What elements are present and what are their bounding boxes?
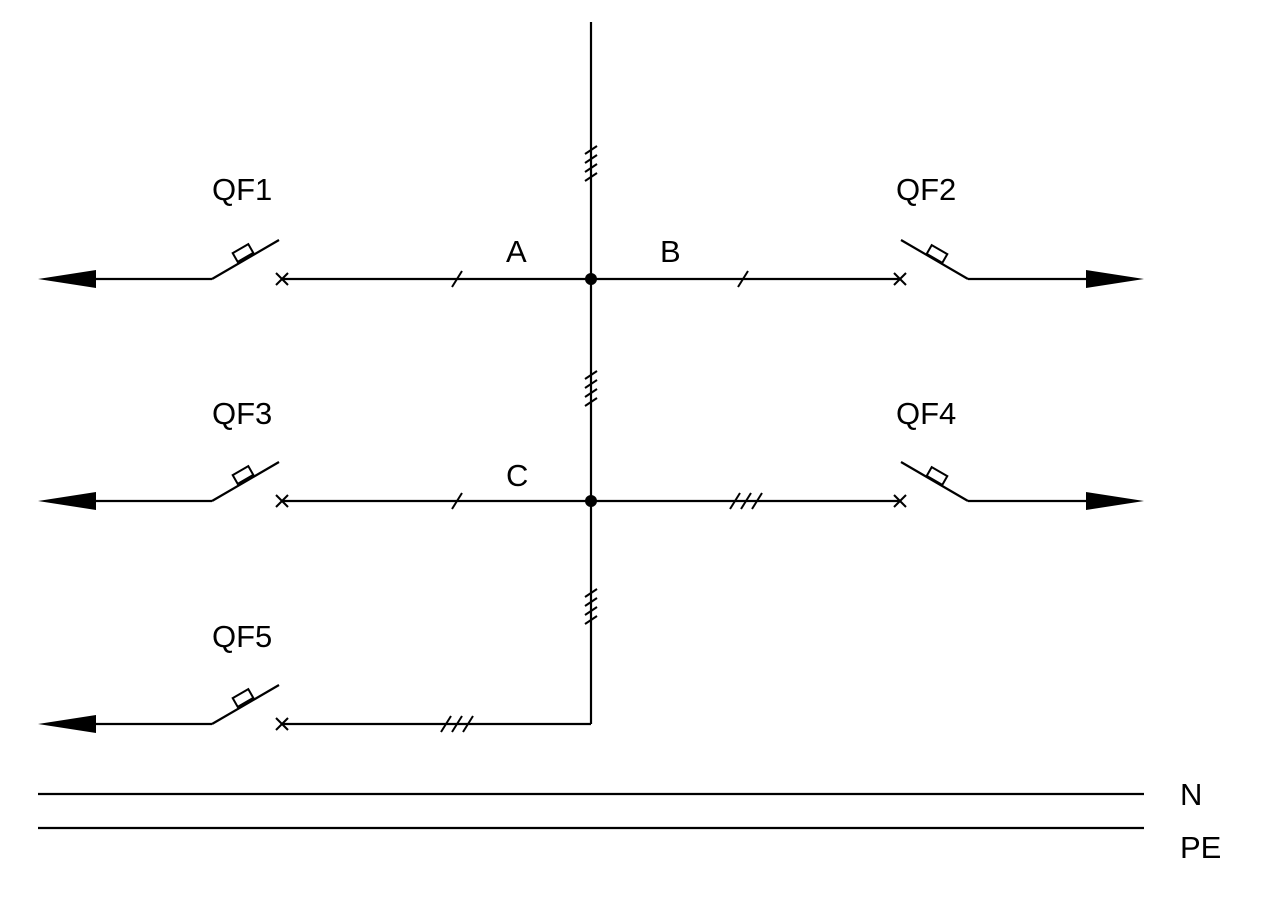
bus-tick-mark-top xyxy=(584,145,598,182)
branch-qf2 xyxy=(591,239,1144,288)
breaker-label-qf5: QF5 xyxy=(212,619,272,654)
phase-label-c: C xyxy=(506,458,528,493)
phase-label-a: A xyxy=(506,234,527,269)
branch-qf1 xyxy=(38,239,591,288)
branch-qf4 xyxy=(591,461,1144,510)
breaker-label-qf3: QF3 xyxy=(212,396,272,431)
branch-qf3 xyxy=(38,461,591,510)
bus-tick-mark-bottom xyxy=(584,588,598,625)
neutral-bus-label: N xyxy=(1180,777,1202,812)
arrow-right-qf2 xyxy=(1086,270,1144,288)
arrow-right-qf4 xyxy=(1086,492,1144,510)
protective-earth-bus-label: PE xyxy=(1180,830,1221,865)
bus-tick-mark-middle xyxy=(584,370,598,407)
arrow-left-qf3 xyxy=(38,492,96,510)
arrow-left-qf5 xyxy=(38,715,96,733)
branch-qf5 xyxy=(38,684,591,733)
phase-label-b: B xyxy=(660,234,681,269)
arrow-left-qf1 xyxy=(38,270,96,288)
breaker-label-qf2: QF2 xyxy=(896,172,956,207)
breaker-label-qf1: QF1 xyxy=(212,172,272,207)
breaker-label-qf4: QF4 xyxy=(896,396,956,431)
